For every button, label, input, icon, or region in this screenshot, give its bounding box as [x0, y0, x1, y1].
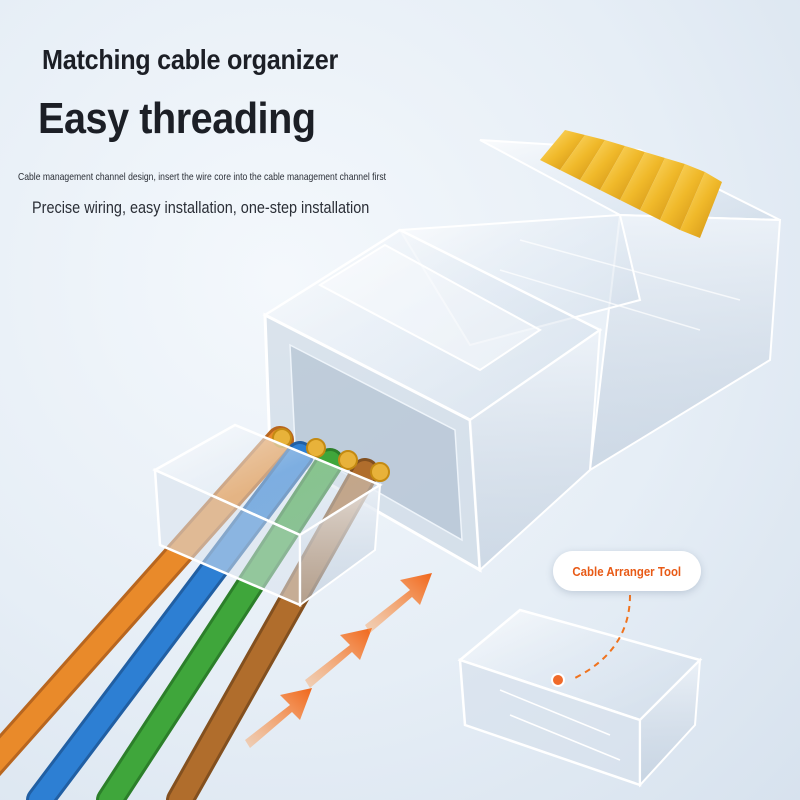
features-text: Precise wiring, easy installation, one-s… [32, 198, 370, 217]
cable-arranger-tool [457, 608, 703, 788]
cable-arranger-callout: Cable Arranger Tool [553, 551, 701, 591]
gold-contacts [540, 130, 722, 238]
description-text: Cable management channel design, insert … [18, 171, 387, 183]
insert-direction-arrows [245, 573, 432, 748]
callout-label: Cable Arranger Tool [572, 563, 682, 579]
subtitle: Matching cable organizer [42, 44, 338, 75]
rj45-connector [262, 139, 782, 573]
page-title: Easy threading [38, 94, 316, 143]
cable-organizer [152, 423, 383, 607]
target-dot-icon [551, 673, 565, 687]
callout-leader-line [574, 594, 631, 679]
